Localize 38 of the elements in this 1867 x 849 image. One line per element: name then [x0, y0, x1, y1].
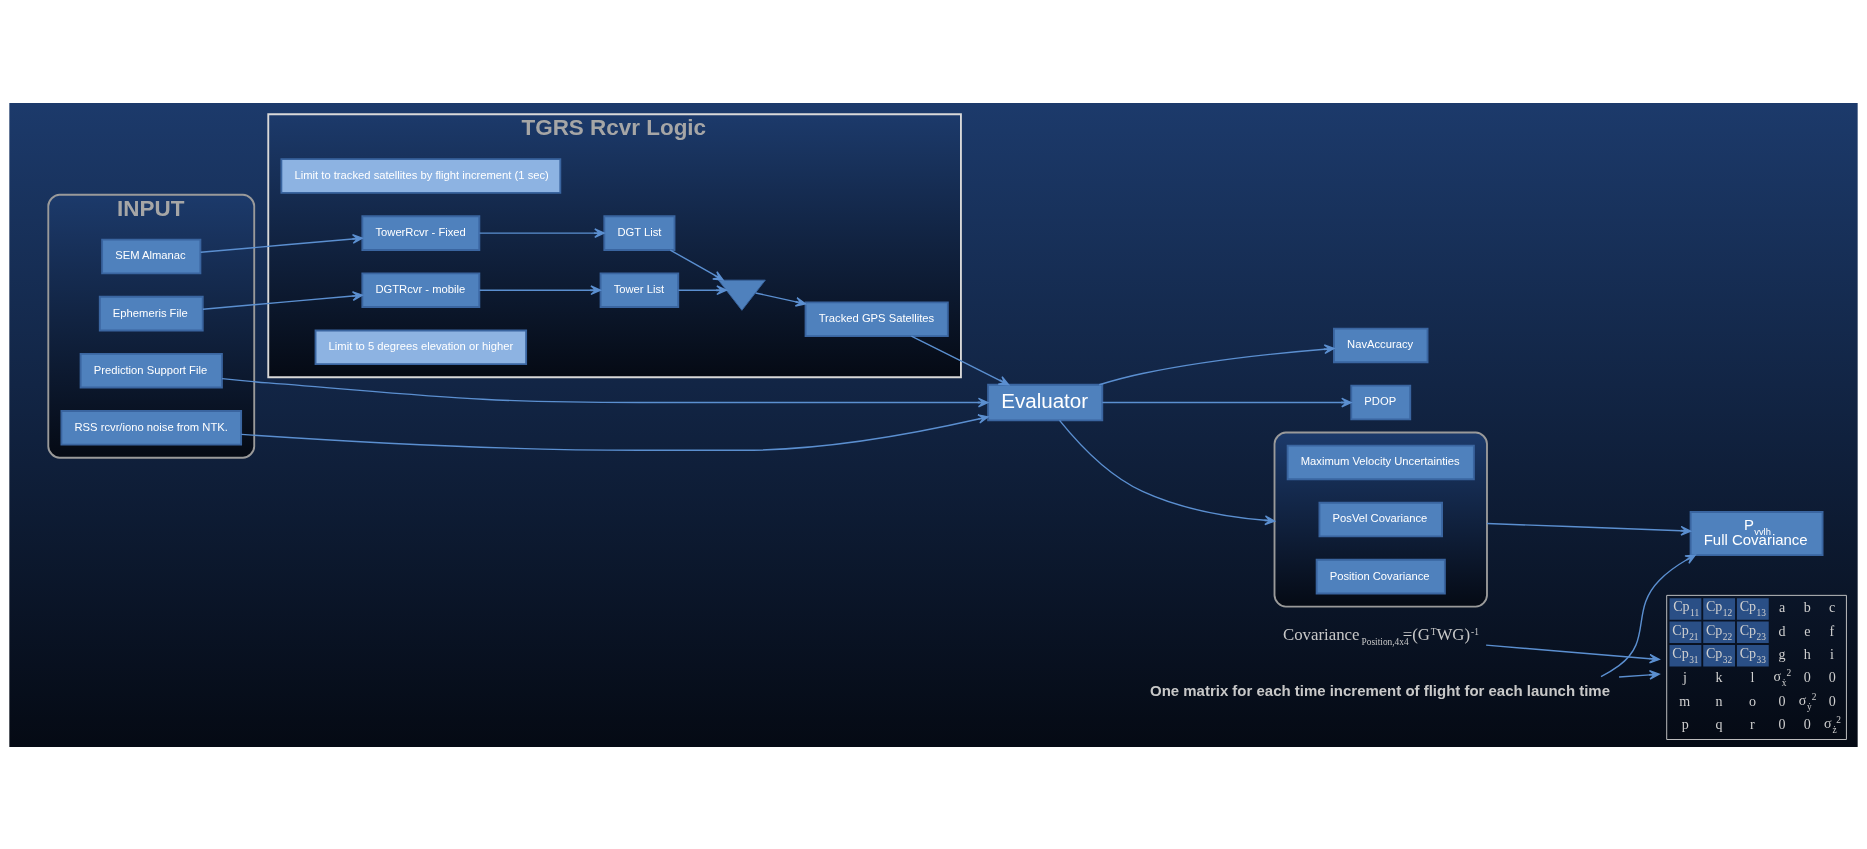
node-box: Tower List [599, 271, 680, 308]
arrow [1101, 397, 1352, 407]
node-box: Ephemeris File [98, 295, 204, 331]
arrow [1486, 522, 1692, 536]
arrow [1485, 643, 1660, 664]
node-box: DGT List [603, 214, 676, 251]
arrow [1058, 419, 1276, 525]
node-text: One matrix for each time increment of flight for each launch time [1150, 681, 1610, 699]
arrow [677, 284, 727, 295]
arrow [754, 291, 807, 307]
node-box: Limit to tracked satellites by flight increment (1 sec) [280, 157, 562, 194]
arrow [1600, 553, 1696, 677]
arrow [202, 290, 363, 310]
node-box: DGTRcvr - mobile [361, 271, 481, 308]
node-box: PDOP [1350, 384, 1412, 420]
arrow [221, 377, 989, 407]
arrow [910, 334, 1010, 385]
arrow [478, 284, 601, 295]
node-box: RSS rcvr/iono noise from NTK. [60, 409, 243, 446]
arrow [669, 248, 724, 281]
node-box: P$_{vvlh}$ Full Covariance [1689, 510, 1824, 556]
node-box: Limit to 5 degrees elevation or higher [314, 329, 528, 365]
arrow [1618, 669, 1660, 680]
node-box: Position Covariance [1315, 558, 1446, 594]
node-box: NavAccuracy [1333, 327, 1429, 363]
node-box: Tracked GPS Satellites [804, 300, 949, 337]
arrow [1098, 343, 1335, 385]
node-box: Evaluator [987, 383, 1104, 421]
node-box: Maximum Velocity Uncertainties [1286, 444, 1475, 480]
node-box: TowerRcvr - Fixed [361, 214, 481, 251]
arrow [200, 233, 363, 253]
node-text: Covariance$_{Position,4x4}$=(G$^{T}$WG)$^{-1}$ [1282, 624, 1479, 647]
cluster [1273, 431, 1488, 608]
arrow [478, 227, 605, 238]
arrow [240, 413, 989, 451]
node-box: PosVel Covariance [1318, 501, 1443, 537]
node-box: Prediction Support File [79, 352, 223, 388]
node-box: SEM Almanac [101, 238, 202, 274]
